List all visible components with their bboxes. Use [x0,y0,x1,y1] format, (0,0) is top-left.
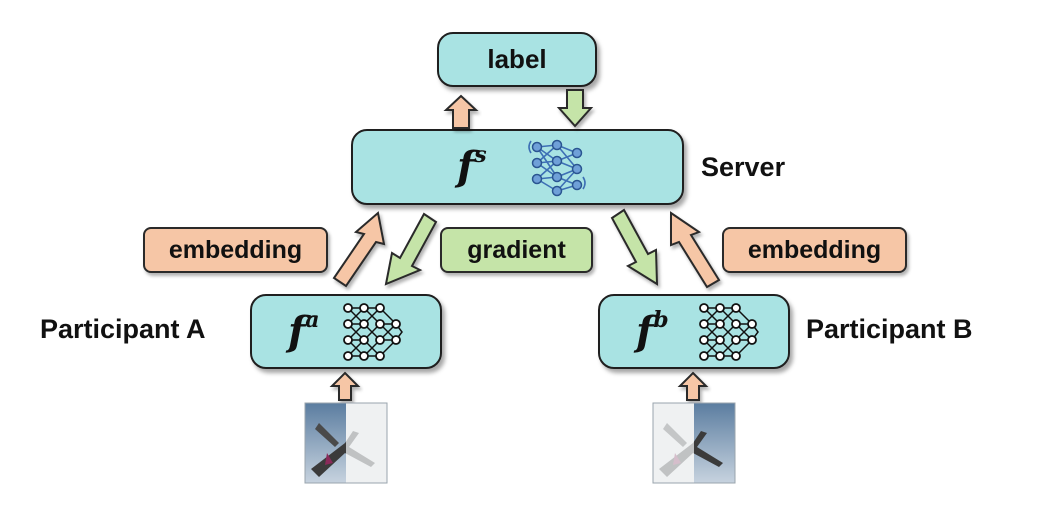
airplane-image-a [304,402,388,484]
server-function: fs [457,141,487,190]
airplane-image-b [652,402,736,484]
server-name: Server [701,152,786,182]
participant-a-function: fa [288,306,320,355]
participant-b-network-icon [699,303,759,361]
participant-b-function: fb [636,306,669,355]
gradient-arrow-a [384,212,438,286]
embedding-tag-right: embedding [722,227,907,273]
embedding-tag-left: embedding [143,227,328,273]
up-arrow-to-label [443,94,479,129]
gradient-arrow-b [610,208,659,286]
input-arrow-b [677,371,709,401]
server-network-icon [528,139,586,197]
participant-b-box: fb [598,294,790,369]
label-text: label [487,44,547,74]
label-box: label [437,32,597,87]
down-arrow-from-label [556,89,594,128]
participant-a-box: fa [250,294,442,369]
server-box: fs [351,129,684,205]
gradient-tag: gradient [440,227,593,273]
input-arrow-a [329,371,361,401]
participant-a-name: Participant A [40,314,206,344]
participant-a-network-icon [343,303,403,361]
embedding-arrow-a [332,211,386,288]
embedding-arrow-b [670,211,721,289]
participant-b-name: Participant B [806,314,973,344]
